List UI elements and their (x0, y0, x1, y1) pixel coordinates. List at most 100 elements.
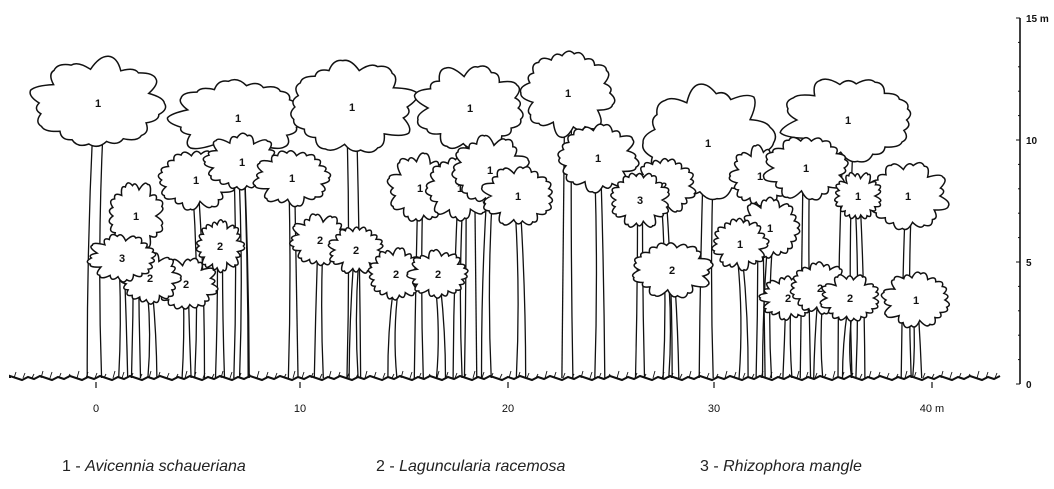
grass-tuft (617, 371, 619, 378)
tree-species-label: 1 (845, 115, 851, 127)
tree-crown: 1 (291, 60, 418, 152)
legend-species-name: Laguncularia racemosa (399, 458, 565, 475)
tree-species-label: 3 (637, 195, 643, 207)
tree-species-label: 2 (147, 273, 153, 285)
y-tick-label: 0 (1026, 380, 1032, 391)
tree-species-label: 1 (855, 191, 861, 203)
x-tick-label: 20 (502, 403, 514, 415)
tree-species-label: 3 (119, 253, 125, 265)
tree-species-label: 1 (239, 157, 245, 169)
grass-tuft (752, 374, 754, 378)
legend-item-laguncularia: 2 - Laguncularia racemosa (376, 458, 565, 476)
tree-trunk (340, 257, 373, 378)
grass-tuft (167, 373, 169, 378)
tree-species-label: 2 (353, 245, 359, 257)
grass-tuft (482, 372, 484, 378)
grass-tuft (950, 372, 952, 378)
legend-number: 2 - (376, 458, 395, 475)
tree-crown: 1 (414, 66, 523, 148)
legend-item-rhizophora: 3 - Rhizophora mangle (700, 458, 862, 476)
tree-species-label: 1 (803, 163, 809, 175)
grass-tuft (887, 373, 889, 378)
grass-tuft (563, 373, 565, 378)
grass-tuft (797, 371, 799, 378)
grass-tuft (743, 373, 745, 378)
tree-species-label: 2 (785, 293, 791, 305)
tree-species-label: 1 (193, 175, 199, 187)
legend-species-name: Rhizophora mangle (723, 458, 862, 475)
tree-species-label: 1 (767, 223, 773, 235)
tree-species-label: 1 (487, 165, 493, 177)
tree-species-label: 1 (737, 239, 743, 251)
grass-tuft (392, 374, 394, 378)
grass-tuft (680, 374, 682, 378)
grass-tuft (590, 372, 592, 378)
grass-tuft (23, 373, 25, 378)
legend-number: 1 - (62, 458, 81, 475)
grass-tuft (32, 374, 34, 378)
tree-crown: 1 (30, 56, 166, 146)
grass-tuft (383, 373, 385, 378)
tree-species-label: 2 (393, 269, 399, 281)
tree-species-label: 1 (905, 191, 911, 203)
grass-tuft (320, 374, 322, 378)
tree-species-label: 1 (515, 191, 521, 203)
grass-tuft (833, 371, 835, 378)
grass-tuft (212, 374, 214, 378)
tree-species-label: 1 (235, 113, 241, 125)
grass-tuft (707, 373, 709, 378)
grass-tuft (923, 373, 925, 378)
x-axis: 0 10 20 30 40 m (93, 382, 944, 415)
grass-tuft (410, 372, 412, 378)
grass-tuft (653, 371, 655, 378)
tree-trunk (724, 252, 757, 378)
grass-tuft (113, 371, 115, 378)
x-tick-label: 10 (294, 403, 306, 415)
grass-tuft (77, 371, 79, 378)
tree-species-label: 2 (847, 293, 853, 305)
grass-tuft (302, 372, 304, 378)
grass-tuft (230, 372, 232, 378)
tree-species-label: 2 (435, 269, 441, 281)
y-tick-label: 15 m (1026, 14, 1049, 25)
grass-tuft (860, 374, 862, 378)
legend-number: 3 - (700, 458, 719, 475)
tree-crown: 2 (196, 220, 244, 273)
x-tick-label: 40 m (920, 403, 944, 415)
grass-tuft (50, 372, 52, 378)
tree-species-label: 2 (317, 235, 323, 247)
tree-trunk (219, 170, 265, 378)
grass-tuft (527, 373, 529, 378)
grass-tuft (500, 374, 502, 378)
y-tick-label: 10 (1026, 136, 1038, 147)
tree-species-label: 1 (133, 211, 139, 223)
tree-species-label: 1 (467, 103, 473, 115)
tree-species-label: 1 (349, 102, 355, 114)
grass-tuft (932, 374, 934, 378)
tree-species-label: 2 (183, 279, 189, 291)
x-tick-label: 30 (708, 403, 720, 415)
tree-species-label: 1 (705, 138, 711, 150)
grass-tuft (122, 372, 124, 378)
tree-trunk (302, 248, 337, 378)
grass-tuft (293, 371, 295, 378)
tree-species-label: 2 (669, 265, 675, 277)
legend-species-name: Avicennia schaueriana (85, 458, 246, 475)
grass-tuft (473, 371, 475, 378)
grass-tuft (257, 371, 259, 378)
tree-species-label: 1 (913, 295, 919, 307)
tree-species-label: 1 (289, 173, 295, 185)
grass-tuft (977, 371, 979, 378)
legend-item-avicennia: 1 - Avicennia schaueriana (62, 458, 246, 476)
tree-crown: 1 (712, 218, 769, 270)
tree-trunk (269, 186, 315, 378)
tree-species-label: 1 (417, 183, 423, 195)
tree-trunk (496, 205, 540, 378)
tree-species-label: 1 (757, 171, 763, 183)
tree-species-label: 1 (595, 153, 601, 165)
x-tick-label: 0 (93, 403, 99, 415)
tree-species-label: 2 (217, 241, 223, 253)
forest-profile-drawing: 1111111111111111111111122222222222233 01… (0, 0, 1054, 450)
y-axis: 15 m1050 (1016, 14, 1049, 391)
